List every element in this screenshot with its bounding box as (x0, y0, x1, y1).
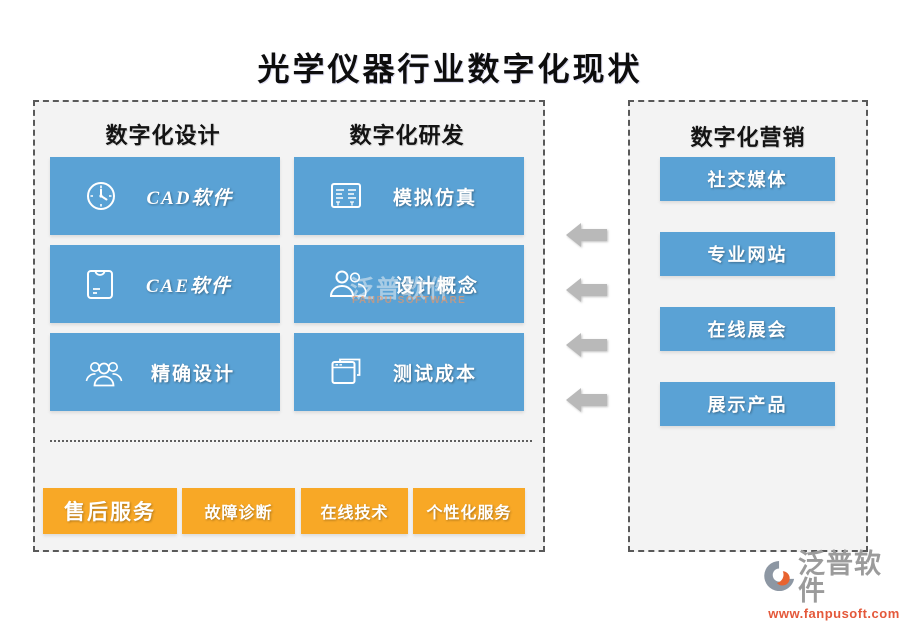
digitalization-diagram: 光学仪器行业数字化现状 数字化设计 数字化研发 CAD软件 (33, 51, 899, 621)
design-rnd-panel: 数字化设计 数字化研发 CAD软件 CAE软件 (33, 100, 545, 552)
fanpu-logo-icon (764, 560, 796, 597)
column-header-design: 数字化设计 (105, 123, 221, 148)
users-icon (328, 267, 368, 301)
button-simulation[interactable]: 模拟仿真 (294, 157, 524, 235)
button-social-media[interactable]: 社交媒体 (660, 157, 835, 201)
button-online-technology[interactable]: 在线技术 (301, 488, 408, 534)
button-label: CAE软件 (145, 275, 233, 297)
left-arrow-icon (566, 387, 607, 413)
envelope-icon (84, 266, 116, 302)
left-arrow-icon (566, 222, 607, 248)
button-label: 测试成本 (392, 363, 477, 385)
button-product-display[interactable]: 展示产品 (660, 382, 835, 426)
button-label: 专业网站 (707, 245, 788, 265)
button-label: 在线技术 (320, 505, 389, 522)
button-after-sales-service[interactable]: 售后服务 (43, 488, 177, 534)
button-label: 故障诊断 (204, 505, 273, 522)
page-title: 光学仪器行业数字化现状 (257, 51, 643, 87)
button-label: 社交媒体 (707, 170, 788, 190)
marketing-panel: 数字化营销 社交媒体 专业网站 在线展会 展示产品 (628, 100, 868, 552)
fanpu-logo: 泛普软件 www.fanpusoft.com (764, 551, 900, 621)
dotted-divider (50, 440, 532, 442)
logo-name: 泛普软件 (798, 549, 882, 606)
form-icon (328, 179, 364, 213)
button-label: 精确设计 (150, 363, 235, 385)
left-arrow-icon (566, 277, 607, 303)
button-label: CAD软件 (146, 187, 234, 209)
team-icon (84, 356, 124, 388)
button-label: 模拟仿真 (392, 187, 477, 209)
button-label: 售后服务 (64, 500, 156, 524)
column-header-marketing: 数字化营销 (690, 125, 806, 150)
windows-icon (328, 355, 364, 389)
button-label: 设计概念 (394, 275, 479, 297)
button-label: 个性化服务 (426, 505, 512, 522)
button-test-cost[interactable]: 测试成本 (294, 333, 524, 411)
button-precise-design[interactable]: 精确设计 (50, 333, 280, 411)
button-personalized-service[interactable]: 个性化服务 (413, 488, 525, 534)
clock-icon (84, 179, 118, 213)
button-design-concept[interactable]: 泛普软件 FANPU SOFTWARE 设计概念 (294, 245, 524, 323)
logo-url: www.fanpusoft.com (768, 606, 900, 621)
button-cad-software[interactable]: CAD软件 (50, 157, 280, 235)
button-professional-website[interactable]: 专业网站 (660, 232, 835, 276)
button-label: 展示产品 (707, 395, 788, 415)
left-arrow-icon (566, 332, 607, 358)
button-cae-software[interactable]: CAE软件 (50, 245, 280, 323)
button-online-exhibition[interactable]: 在线展会 (660, 307, 835, 351)
button-label: 在线展会 (707, 320, 788, 340)
button-fault-diagnosis[interactable]: 故障诊断 (182, 488, 295, 534)
column-header-rnd: 数字化研发 (349, 123, 465, 148)
